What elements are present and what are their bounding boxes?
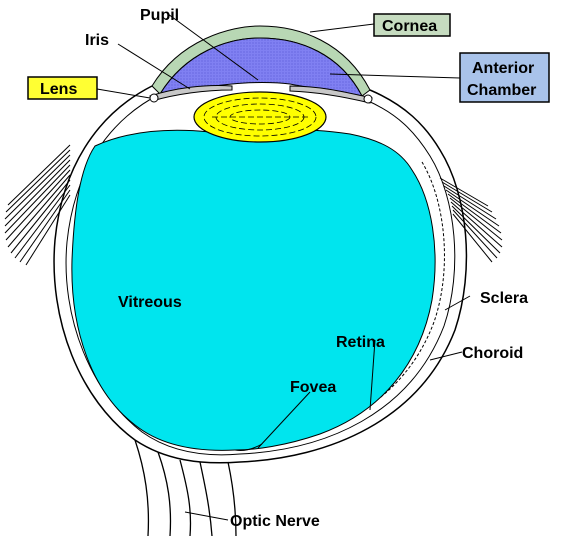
label-cornea: Cornea [382, 18, 437, 35]
right-eyelash-fan [440, 178, 502, 262]
ciliary-left [150, 94, 158, 102]
label-choroid: Choroid [462, 345, 523, 362]
lens [194, 92, 326, 142]
label-sclera: Sclera [480, 290, 528, 307]
label-optic-nerve: Optic Nerve [230, 513, 320, 530]
vitreous-body [72, 129, 435, 450]
label-chamber: Chamber [467, 82, 536, 99]
label-iris: Iris [85, 32, 109, 49]
label-pupil: Pupil [140, 7, 179, 24]
label-anterior: Anterior [472, 60, 534, 77]
label-vitreous: Vitreous [118, 294, 182, 311]
label-retina: Retina [336, 334, 385, 351]
label-fovea: Fovea [290, 379, 336, 396]
label-lens: Lens [40, 81, 77, 98]
ciliary-right [364, 95, 372, 103]
